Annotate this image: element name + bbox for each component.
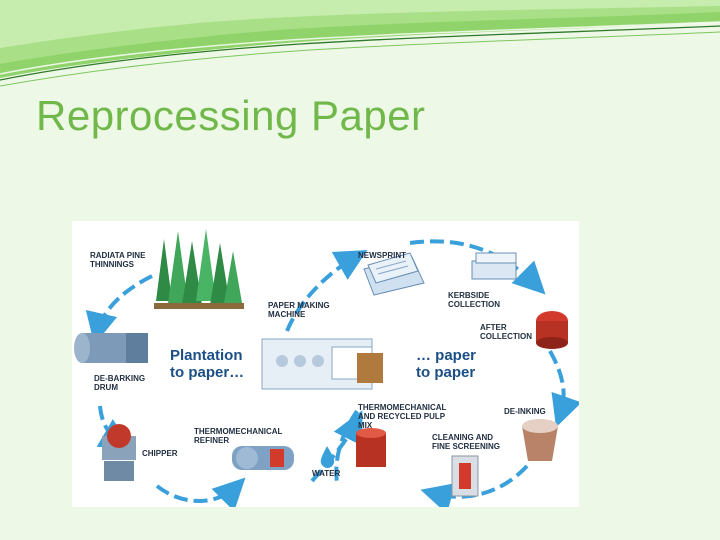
chipper-label: CHIPPER [142, 449, 178, 458]
deinking-label: DE-INKING [504, 407, 546, 416]
pulper-tank-illustration [536, 311, 568, 349]
kerbside-paper-stack-illustration [471, 252, 517, 280]
cycle-arrow [409, 239, 546, 295]
kerbside-collection-label: KERBSIDE COLLECTION [448, 291, 500, 309]
water-label: WATER [312, 469, 341, 478]
radiata-pine-label: RADIATA PINE THINNINGS [90, 251, 146, 269]
deinking-tank-illustration [522, 419, 558, 461]
cycle-arrow [334, 409, 359, 484]
thermo-recycled-pulp-label: THERMOMECHANICAL AND RECYCLED PULP MIX [358, 403, 447, 430]
water-drop-icon [320, 446, 335, 468]
slide-title: Reprocessing Paper [36, 92, 426, 139]
pine-trees-illustration [154, 229, 244, 309]
paper-machine-illustration [261, 338, 383, 390]
newsprint-illustration [363, 252, 425, 296]
cycle-arrow [285, 250, 368, 332]
refiner-illustration [232, 446, 294, 470]
paper-to-paper-label: … paper to paper [416, 347, 477, 381]
cycle-arrow [420, 464, 529, 507]
after-collection-label: AFTER COLLECTION [480, 323, 532, 341]
cycle-arrow [85, 274, 153, 345]
debarking-drum-illustration [74, 333, 148, 363]
cycle-arrow [310, 410, 363, 483]
thermo-refiner-label: THERMOMECHANICAL REFINER [194, 427, 283, 445]
plantation-to-paper-label: Plantation to paper… [170, 347, 245, 381]
chipper-illustration [102, 424, 136, 481]
paper-recycling-diagram: Plantation to paper… … paper to paper RA… [72, 221, 579, 507]
newsprint-label: NEWSPRINT [358, 251, 406, 260]
cycle-arrow [548, 350, 579, 428]
paper-making-machine-label: PAPER MAKING MACHINE [268, 301, 330, 319]
pulp-mix-tank-illustration [356, 428, 386, 467]
debarking-drum-label: DE-BARKING DRUM [94, 374, 146, 392]
cleaning-screening-label: CLEANING AND FINE SCREENING [432, 433, 501, 451]
cycle-arrow [155, 477, 246, 507]
screening-tank-illustration [451, 455, 479, 497]
header-swoosh [0, 0, 720, 87]
